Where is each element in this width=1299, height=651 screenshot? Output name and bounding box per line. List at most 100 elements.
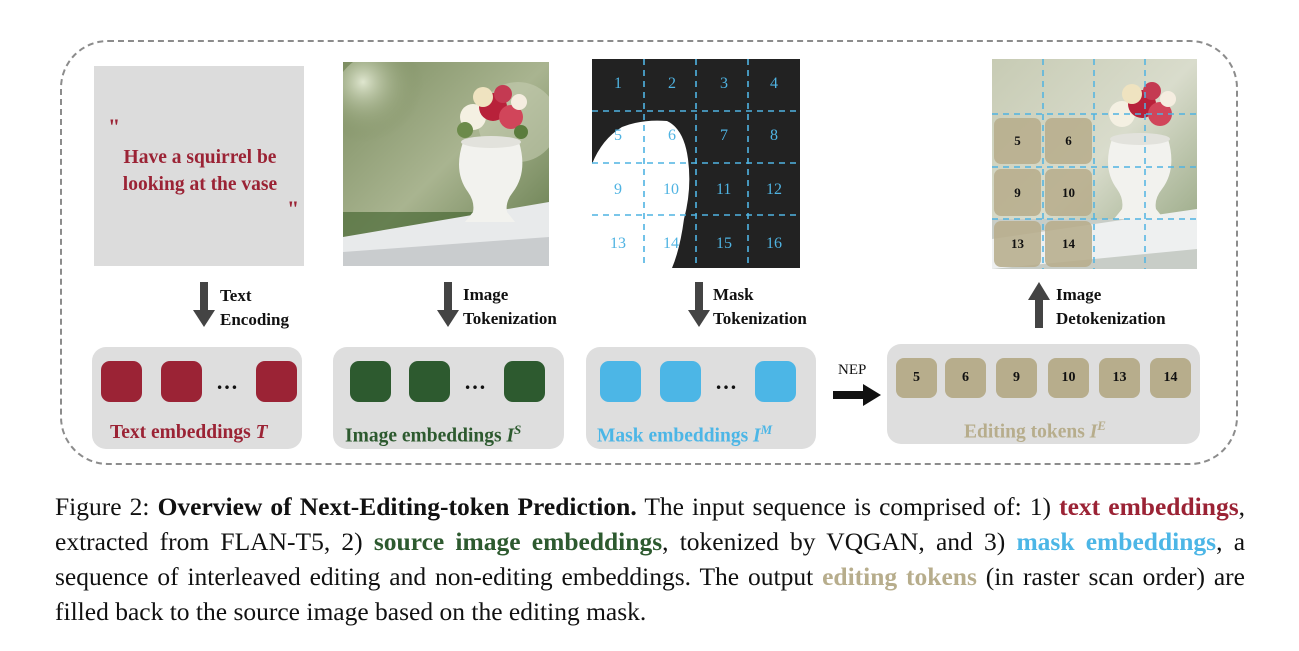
figure-caption: Figure 2: Overview of Next-Editing-token… — [55, 489, 1245, 629]
grid-number-3: 3 — [720, 75, 728, 92]
image-tokenization-arrow-icon — [437, 282, 459, 327]
prompt-line-2: looking at the vase — [122, 174, 278, 195]
editing-token-9: 9 — [996, 358, 1037, 398]
image-detokenization-label-2: Detokenization — [1056, 309, 1166, 328]
mask-embeddings-group: … Mask embeddings IM — [586, 347, 816, 449]
text-embeddings-group: … Text embeddings T — [92, 347, 302, 449]
text-embeddings-symbol: T — [255, 422, 268, 443]
grid-number-12: 12 — [766, 181, 782, 198]
grid-number-1: 1 — [614, 75, 622, 92]
image-embedding-token — [409, 361, 450, 402]
mask-embeddings-symbol: I — [753, 425, 761, 447]
source-image-illustration — [343, 62, 549, 266]
caption-text: (in raster scan order) are filled back t… — [55, 562, 1245, 626]
prompt-line-1: Have a squirrel be — [123, 147, 277, 168]
image-detokenization-label: Image Detokenization — [1056, 283, 1166, 331]
mask-tokenization-label: Mask Tokenization — [713, 283, 807, 331]
text-encoding-label-1: Text — [220, 286, 252, 305]
open-quote: " — [108, 114, 121, 139]
overlay-token-10: 10 — [1045, 169, 1092, 216]
caption-title: Overview of Next-Editing-token Predictio… — [157, 492, 637, 521]
image-embeddings-group: … Image embeddings IS — [333, 347, 564, 449]
nep-label: NEP — [838, 362, 867, 378]
image-embedding-token — [350, 361, 391, 402]
grid-number-7: 7 — [720, 127, 728, 144]
source-image — [343, 62, 549, 266]
grid-number-15: 15 — [716, 235, 732, 252]
image-tokenization-label-2: Tokenization — [463, 309, 557, 328]
editing-token-13: 13 — [1099, 358, 1140, 398]
grid-number-4: 4 — [770, 75, 778, 92]
editing-tokens-caption: Editing tokens IE — [964, 418, 1106, 444]
image-tokenization-label-1: Image — [463, 285, 509, 304]
overlay-token-13: 13 — [994, 221, 1041, 267]
text-embedding-token — [256, 361, 297, 402]
output-image: 5 6 9 10 13 14 — [992, 59, 1197, 269]
mask-embedding-token — [660, 361, 701, 402]
caption-text: , a sequence of interleaved editing and … — [55, 527, 1246, 591]
mask-embeddings-caption-text: Mask embeddings — [597, 425, 754, 447]
image-embeddings-superscript: S — [514, 422, 522, 437]
mask-grid — [592, 59, 800, 268]
caption-editing-tokens: editing tokens — [822, 562, 977, 591]
text-prompt-card — [94, 66, 304, 266]
image-tokenization-label: Image Tokenization — [463, 283, 557, 331]
editing-tokens-group: 5 6 9 10 13 14 Editing tokens IE — [887, 344, 1200, 444]
mask-embedding-ellipsis: … — [715, 369, 737, 394]
overlay-token-14: 14 — [1045, 221, 1092, 267]
text-encoding-label-2: Encoding — [220, 310, 289, 329]
image-embedding-ellipsis: … — [464, 369, 486, 394]
mask-tokenization-label-1: Mask — [713, 285, 754, 304]
caption-text-embeddings: text embeddings — [1059, 492, 1239, 521]
image-embedding-token — [504, 361, 545, 402]
mask-embedding-token — [755, 361, 796, 402]
editing-token-5: 5 — [896, 358, 937, 398]
image-detokenization-arrow-icon — [1028, 282, 1050, 328]
mask-embeddings-superscript: M — [760, 422, 773, 437]
text-encoding-arrow-icon — [193, 282, 215, 327]
editing-token-14: 14 — [1150, 358, 1191, 398]
mask-image: 1 2 3 4 5 6 7 8 9 10 11 12 13 14 15 16 — [592, 59, 800, 268]
text-embedding-token — [101, 361, 142, 402]
text-prompt: Have a squirrel be looking at the vase — [100, 144, 300, 198]
grid-number-10: 10 — [663, 181, 679, 198]
nep-arrow-icon — [833, 384, 881, 406]
caption-text: , tokenized by VQGAN, and 3) — [662, 527, 1017, 556]
caption-text: , extracted from FLAN-T5, 2) — [55, 492, 1245, 556]
image-embeddings-caption-text: Image embeddings — [345, 425, 507, 447]
grid-number-11: 11 — [716, 181, 732, 198]
grid-number-8: 8 — [770, 127, 778, 144]
caption-text: The input sequence is comprised of: 1) — [636, 492, 1060, 521]
grid-number-9: 9 — [614, 181, 622, 198]
image-detokenization-label-1: Image — [1056, 285, 1102, 304]
text-encoding-label: Text Encoding — [220, 284, 289, 332]
editing-token-10: 10 — [1048, 358, 1089, 398]
mask-tokenization-arrow-icon — [688, 282, 710, 327]
image-embeddings-symbol: I — [506, 425, 515, 447]
overlay-token-5: 5 — [994, 118, 1041, 164]
mask-tokenization-label-2: Tokenization — [713, 309, 807, 328]
editing-tokens-symbol: I — [1089, 421, 1098, 443]
grid-number-14: 14 — [663, 235, 679, 252]
grid-number-5: 5 — [614, 127, 622, 144]
figure-frame — [60, 40, 1238, 465]
caption-prefix: Figure 2: — [55, 492, 158, 521]
caption-mask-embeddings: mask embeddings — [1016, 527, 1217, 556]
grid-number-2: 2 — [668, 75, 676, 92]
editing-tokens-superscript: E — [1097, 418, 1106, 433]
overlay-token-9: 9 — [994, 169, 1041, 216]
close-quote: " — [287, 196, 300, 221]
text-embeddings-caption: Text embeddings T — [110, 422, 267, 444]
text-embedding-ellipsis: … — [216, 369, 238, 394]
image-embeddings-caption: Image embeddings IS — [345, 422, 521, 448]
mask-embeddings-caption: Mask embeddings IM — [597, 422, 772, 448]
caption-source-image-embeddings: source image embeddings — [373, 527, 663, 556]
text-embeddings-caption-text: Text embeddings — [110, 422, 256, 443]
grid-number-13: 13 — [610, 235, 626, 252]
editing-tokens-caption-text: Editing tokens — [964, 421, 1090, 443]
overlay-token-6: 6 — [1045, 118, 1092, 164]
mask-embedding-token — [600, 361, 641, 402]
text-embedding-token — [161, 361, 202, 402]
grid-number-6: 6 — [668, 127, 676, 144]
editing-token-6: 6 — [945, 358, 986, 398]
